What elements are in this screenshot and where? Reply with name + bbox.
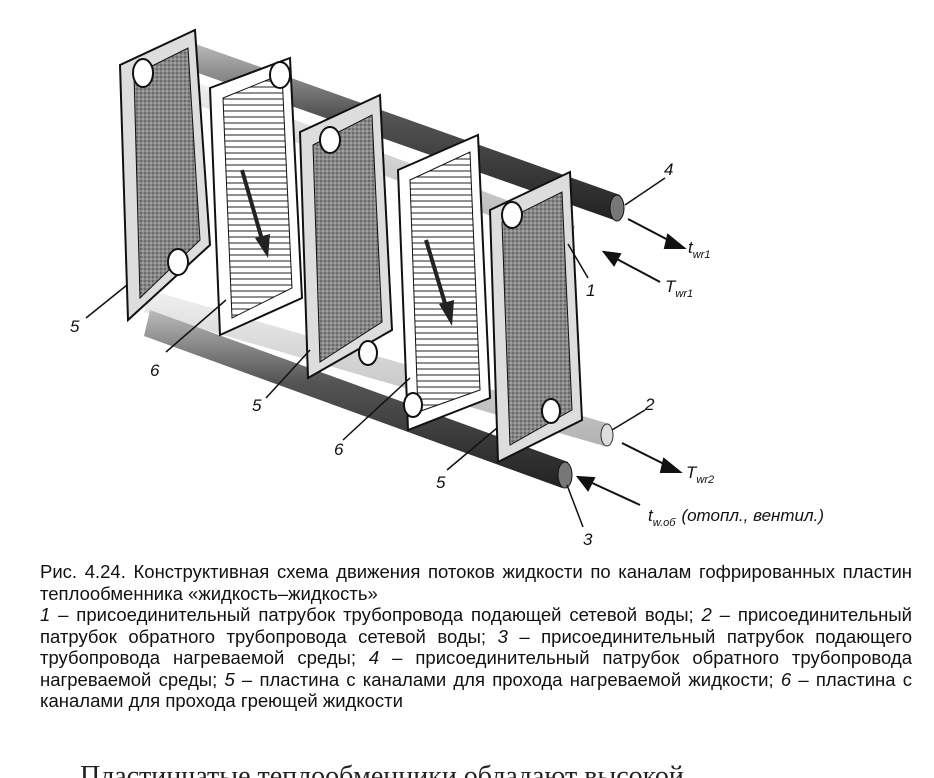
pipe-3-supply-heated [144, 310, 568, 488]
cutoff-body-text: Пластинчатые теплообменники обладают выс… [80, 762, 684, 778]
plate-6-front-left [208, 56, 304, 337]
plate-5-middle [298, 93, 394, 380]
label-6-right: 6 [334, 440, 344, 459]
plate-5-back [118, 28, 212, 323]
leader-lines [85, 177, 666, 528]
legend-text-4: присоединительный патрубок обратного тру… [40, 647, 912, 690]
legend-num-3: 3 [497, 625, 508, 647]
caption-legend: 1 – присоединительный патрубок трубопров… [40, 604, 912, 712]
plate-6-front-right [396, 133, 492, 432]
flow-label-t-wr1: twr1 [688, 238, 710, 261]
legend-text-1: присоединительный патрубок трубопровода … [76, 604, 694, 625]
label-2: 2 [644, 395, 655, 414]
legend-text-2: присоединительный патрубок обратного тру… [40, 604, 912, 647]
caption-title: Рис. 4.24. Конструктивная схема движения… [40, 561, 912, 604]
legend-num-1: 1 [40, 604, 51, 625]
flow-label-t-wob: tw.об(отопл., вентил.) [648, 506, 824, 529]
label-5-back: 5 [70, 317, 80, 336]
legend-text-3: присоединительный патрубок подающего тру… [40, 625, 912, 669]
flow-label-T-wr1: Twr1 [665, 277, 693, 300]
pipe-2-return-network [144, 290, 610, 446]
label-1: 1 [586, 281, 595, 300]
label-4: 4 [664, 160, 673, 179]
flow-label-T-wr2: Twr2 [686, 463, 714, 486]
legend-text-5: пластина с каналами для прохода нагревае… [259, 668, 774, 690]
flow-arrows [575, 218, 687, 506]
pipe-4-return-heated [184, 42, 620, 220]
label-5-front: 5 [436, 473, 446, 492]
legend-num-6: 6 [780, 668, 792, 690]
label-6-left: 6 [150, 361, 160, 380]
figure-caption: Рис. 4.24. Конструктивная схема движения… [40, 561, 912, 712]
legend-num-5: 5 [224, 668, 235, 690]
heat-exchanger-diagram: 4 1 2 3 5 6 5 6 5 twr1 Twr1 Twr2 tw.об(о… [70, 28, 824, 549]
legend-num-2: 2 [701, 604, 712, 625]
legend-text-6: пластина с каналами для прохода греющей … [40, 668, 912, 712]
label-3: 3 [583, 530, 593, 549]
label-5-middle: 5 [252, 396, 262, 415]
legend-num-4: 4 [368, 647, 380, 668]
plate-5-front [488, 170, 584, 464]
